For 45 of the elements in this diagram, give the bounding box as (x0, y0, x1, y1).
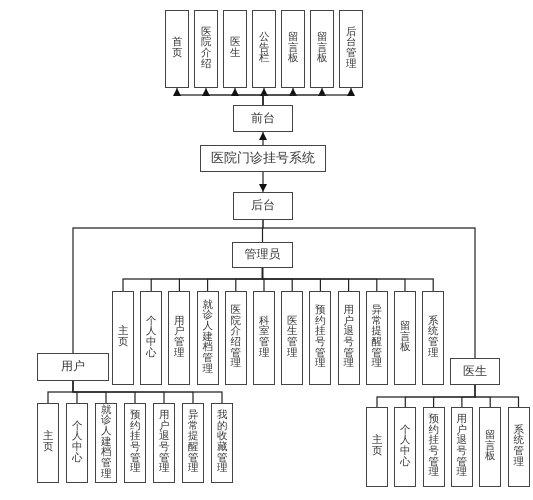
module-box: 主页 (37, 403, 59, 483)
module-box: 用户退号管理 (338, 291, 360, 385)
module-box: 异常提醒管理 (366, 291, 388, 385)
module-box: 系统管理 (422, 291, 444, 385)
connector-line (474, 385, 520, 407)
module-box: 用户 (37, 353, 109, 381)
module-box: 预约挂号管理 (124, 403, 146, 483)
module-box: 前台 (233, 105, 293, 132)
module-box: 留言板 (394, 291, 416, 385)
module-box: 医院门诊挂号系统 (200, 145, 326, 172)
arrow (259, 132, 267, 145)
module-box: 异常提醒管理 (182, 403, 204, 483)
connector-line (72, 381, 223, 403)
arrow (262, 88, 355, 105)
module-box: 后台 (233, 192, 293, 220)
connector-line (262, 268, 434, 291)
module-box: 主页 (112, 291, 134, 385)
module-box: 医生 (223, 10, 247, 88)
module-box: 用户管理 (168, 291, 190, 385)
module-box: 医院介绍管理 (224, 291, 247, 385)
module-box: 医院介绍 (194, 10, 218, 88)
module-box: 主页 (366, 407, 388, 487)
module-box: 留言板 (310, 10, 334, 88)
module-box: 我的收藏管理 (211, 403, 233, 483)
module-box: 医生管理 (281, 291, 304, 385)
module-box: 个人中心 (394, 407, 416, 487)
module-box: 科室管理 (253, 291, 275, 385)
module-box: 医生 (450, 358, 500, 385)
module-box: 公告栏 (252, 10, 276, 88)
module-box: 就诊人建档管理 (196, 291, 219, 385)
module-box: 预约挂号管理 (422, 407, 445, 487)
module-box: 后台管理 (339, 10, 363, 88)
module-box: 个人中心 (66, 403, 88, 483)
module-box: 用户退号管理 (153, 403, 175, 483)
module-box: 用户退号管理 (450, 407, 473, 487)
module-box: 留言板 (479, 407, 502, 487)
module-box: 个人中心 (140, 291, 162, 385)
module-box: 管理员 (232, 242, 293, 268)
module-box: 预约挂号管理 (309, 291, 332, 385)
module-box: 就诊人建档管理 (95, 403, 117, 483)
module-box: 系统管理 (508, 407, 530, 487)
arrow (259, 172, 267, 192)
connector-line (262, 220, 476, 358)
module-box: 首页 (165, 10, 189, 88)
module-box: 留言板 (281, 10, 305, 88)
